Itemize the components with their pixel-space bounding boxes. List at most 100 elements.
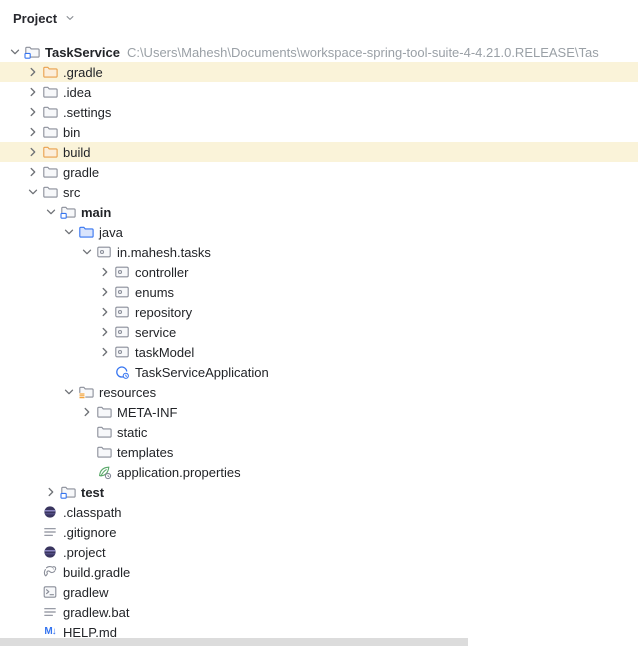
tree-item-project[interactable]: .project (0, 542, 638, 562)
tree-item-controller[interactable]: controller (0, 262, 638, 282)
chevron-down-icon[interactable] (63, 11, 77, 25)
eclipse-file-icon (42, 544, 58, 560)
tree-item-label: META-INF (117, 404, 178, 420)
chevron-spacer (96, 364, 114, 380)
chevron-spacer (78, 424, 96, 440)
chevron-spacer (78, 444, 96, 460)
package-icon (114, 304, 130, 320)
chevron-right-icon[interactable] (42, 484, 60, 500)
spring-config-icon (96, 464, 112, 480)
tree-item-enums[interactable]: enums (0, 282, 638, 302)
tree-item-settings[interactable]: .settings (0, 102, 638, 122)
chevron-right-icon[interactable] (24, 144, 42, 160)
chevron-right-icon[interactable] (24, 124, 42, 140)
tree-item-test[interactable]: test (0, 482, 638, 502)
tree-item-taskserviceapplication[interactable]: TaskServiceApplication (0, 362, 638, 382)
tree-item-label: java (99, 224, 123, 240)
tree-item-build[interactable]: build (0, 142, 638, 162)
folder-source-icon (78, 224, 94, 240)
terminal-file-icon (42, 584, 58, 600)
chevron-spacer (24, 584, 42, 600)
chevron-right-icon[interactable] (24, 164, 42, 180)
chevron-down-icon[interactable] (24, 184, 42, 200)
chevron-right-icon[interactable] (96, 284, 114, 300)
tree-item-meta-inf[interactable]: META-INF (0, 402, 638, 422)
folder-resources-icon (78, 384, 94, 400)
package-icon (96, 244, 112, 260)
chevron-right-icon[interactable] (96, 304, 114, 320)
spring-class-icon (114, 364, 130, 380)
tree-item-label: taskModel (135, 344, 195, 360)
tree-item-label: controller (135, 264, 189, 280)
tree-item-label: HELP.md (63, 624, 117, 640)
tree-item-label: application.properties (117, 464, 241, 480)
tree-item-gradlew-bat[interactable]: gradlew.bat (0, 602, 638, 622)
tree-item-label: TaskService (45, 44, 120, 60)
tree-item-gradle[interactable]: .gradle (0, 62, 638, 82)
text-file-icon (42, 604, 58, 620)
folder-icon (42, 104, 58, 120)
horizontal-scrollbar[interactable] (0, 637, 638, 646)
folder-excluded-icon (42, 64, 58, 80)
tree-item-label: resources (99, 384, 157, 400)
chevron-right-icon[interactable] (24, 84, 42, 100)
chevron-right-icon[interactable] (24, 104, 42, 120)
tree-item-label: service (135, 324, 177, 340)
folder-icon (42, 124, 58, 140)
module-icon (60, 484, 76, 500)
tree-item-taskmodel[interactable]: taskModel (0, 342, 638, 362)
tree-item-label: in.mahesh.tasks (117, 244, 211, 260)
tree-item-idea[interactable]: .idea (0, 82, 638, 102)
project-panel-header[interactable]: Project (0, 0, 638, 36)
tree-item-label: TaskServiceApplication (135, 364, 269, 380)
gradle-file-icon (42, 564, 58, 580)
tree-item-label: build (63, 144, 91, 160)
tree-item-in-mahesh-tasks[interactable]: in.mahesh.tasks (0, 242, 638, 262)
package-icon (114, 284, 130, 300)
tree-item-gitignore[interactable]: .gitignore (0, 522, 638, 542)
chevron-spacer (24, 604, 42, 620)
tree-item-main[interactable]: main (0, 202, 638, 222)
chevron-right-icon[interactable] (24, 64, 42, 80)
tree-item-label: .gradle (63, 64, 103, 80)
chevron-down-icon[interactable] (42, 204, 60, 220)
tree-item-bin[interactable]: bin (0, 122, 638, 142)
chevron-down-icon[interactable] (60, 384, 78, 400)
markdown-file-icon: M↓ (44, 626, 56, 637)
package-icon (114, 264, 130, 280)
tree-item-classpath[interactable]: .classpath (0, 502, 638, 522)
tree-item-help-md[interactable]: M↓ HELP.md (0, 622, 638, 642)
text-file-icon (42, 524, 58, 540)
tree-item-label: gradlew (63, 584, 109, 600)
chevron-right-icon[interactable] (78, 404, 96, 420)
horizontal-scrollbar-thumb[interactable] (0, 637, 468, 646)
panel-title: Project (13, 10, 58, 26)
chevron-right-icon[interactable] (96, 344, 114, 360)
tree-item-service[interactable]: service (0, 322, 638, 342)
tree-item-label: enums (135, 284, 175, 300)
chevron-right-icon[interactable] (96, 324, 114, 340)
chevron-spacer (24, 544, 42, 560)
tree-item-java[interactable]: java (0, 222, 638, 242)
chevron-spacer (24, 564, 42, 580)
tree-item-static[interactable]: static (0, 422, 638, 442)
tree-item-label: gradle (63, 164, 100, 180)
tree-item-label: test (81, 484, 105, 500)
tree-item-gradle[interactable]: gradle (0, 162, 638, 182)
tree-item-gradlew[interactable]: gradlew (0, 582, 638, 602)
chevron-right-icon[interactable] (96, 264, 114, 280)
chevron-down-icon[interactable] (6, 44, 24, 60)
tree-item-application-properties[interactable]: application.properties (0, 462, 638, 482)
tree-item-label: repository (135, 304, 193, 320)
tree-item-templates[interactable]: templates (0, 442, 638, 462)
tree-item-resources[interactable]: resources (0, 382, 638, 402)
tree-item-src[interactable]: src (0, 182, 638, 202)
folder-icon (96, 444, 112, 460)
chevron-down-icon[interactable] (60, 224, 78, 240)
chevron-down-icon[interactable] (78, 244, 96, 260)
tree-item-build-gradle[interactable]: build.gradle (0, 562, 638, 582)
tree-item-repository[interactable]: repository (0, 302, 638, 322)
package-icon (114, 324, 130, 340)
